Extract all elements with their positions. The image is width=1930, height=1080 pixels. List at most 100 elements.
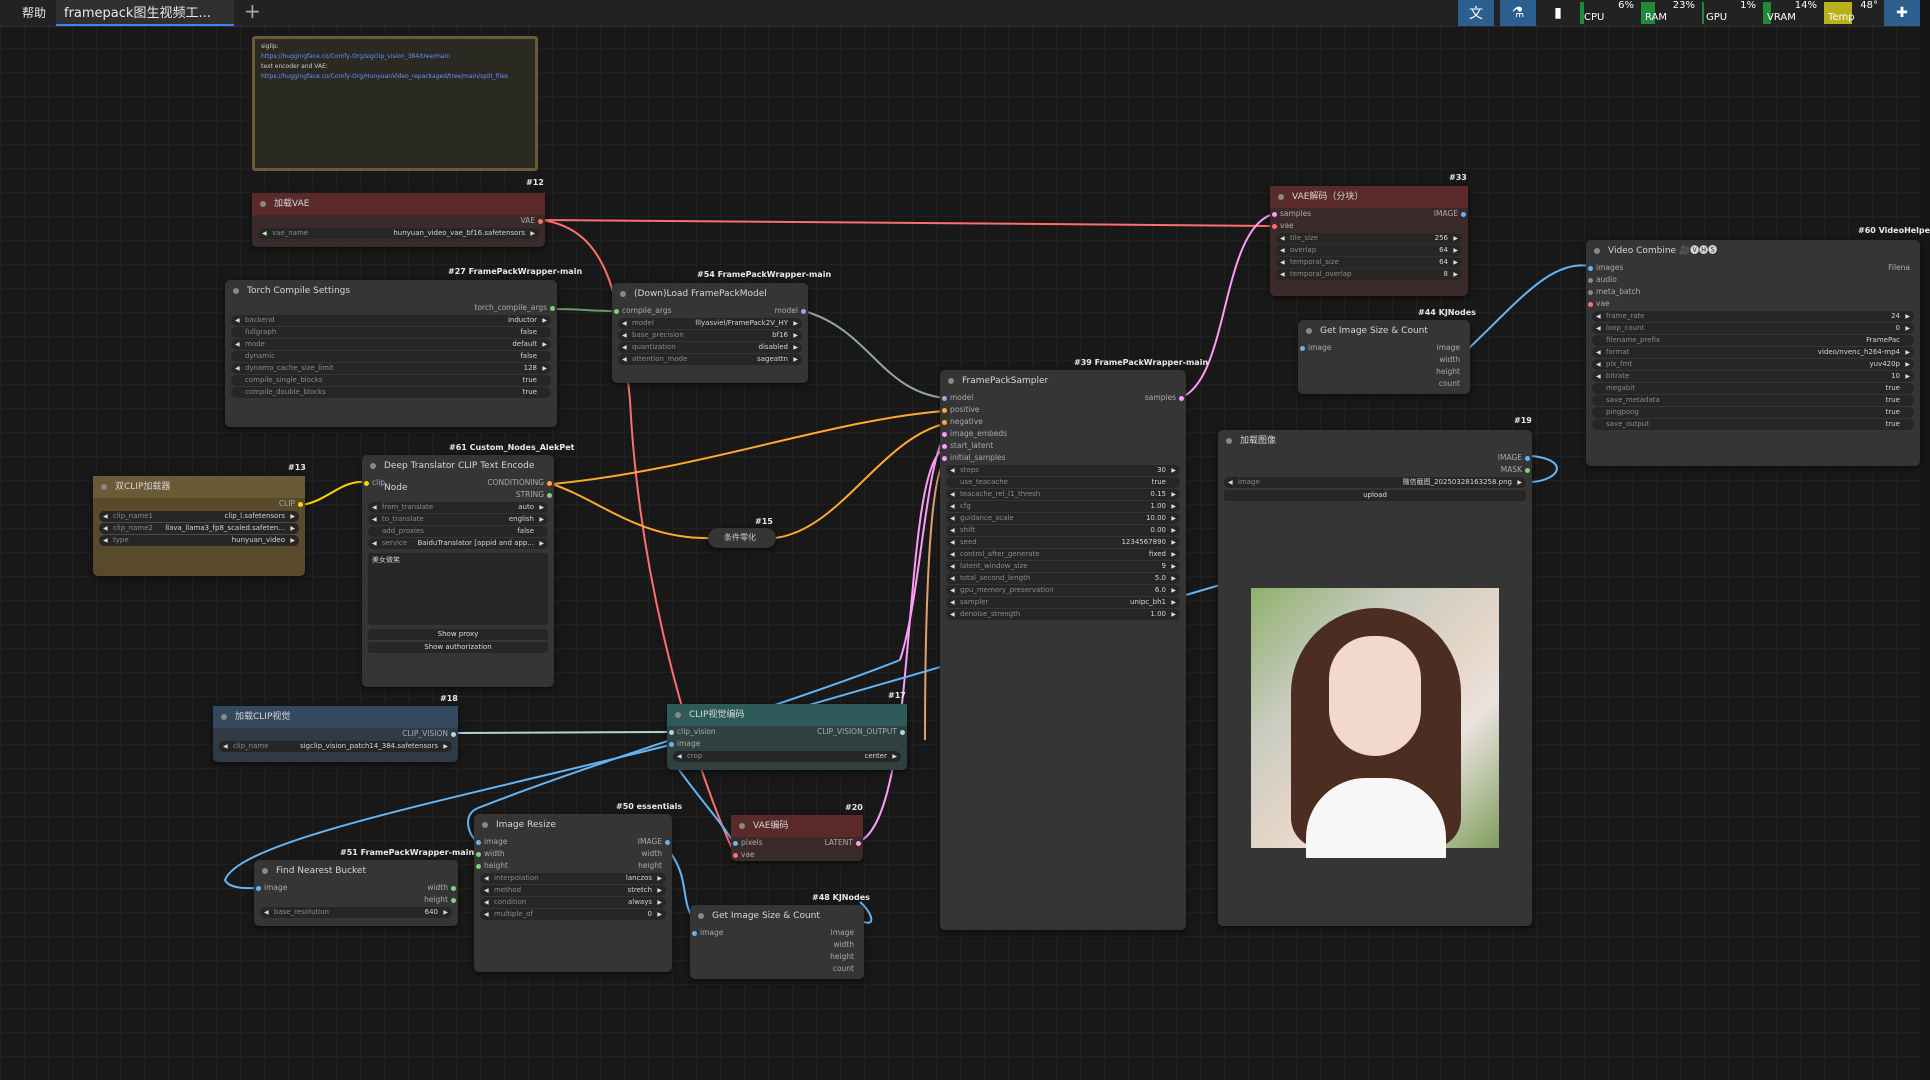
input-socket[interactable] [364,481,369,486]
input-socket[interactable] [942,456,947,461]
note-link[interactable]: https://huggingface.co/Comfy-Org/Hunyuan… [261,73,509,80]
output-socket[interactable] [298,502,303,507]
node-torch-compile[interactable]: Torch Compile Settings torch_compile_arg… [225,280,557,427]
upload-button[interactable]: upload [1224,490,1526,501]
input-socket[interactable] [942,420,947,425]
widget-multiple-of[interactable]: multiple_of0 [480,909,666,920]
translate-icon[interactable]: 文 [1458,0,1494,26]
show-proxy-button[interactable]: Show proxy [368,629,548,640]
note-link[interactable]: https://huggingface.co/Comfy-Org/sigclip… [261,53,451,60]
puzzle-icon[interactable]: ✚ [1884,0,1920,26]
output-socket[interactable] [1525,456,1530,461]
input-socket[interactable] [942,408,947,413]
input-socket[interactable] [256,886,261,891]
output-socket[interactable] [1525,468,1530,473]
widget-clip-name[interactable]: clip_namesigclip_vision_patch14_384.safe… [219,741,452,752]
output-socket[interactable] [665,840,670,845]
notes-node[interactable]: siglip: https://huggingface.co/Comfy-Org… [252,36,538,171]
widget-vae-name[interactable]: vae_namehunyuan_video_vae_bf16.safetenso… [258,228,539,239]
input-socket[interactable] [476,864,481,869]
input-socket[interactable] [692,931,697,936]
output-socket[interactable] [451,898,456,903]
node-clip-vision-loader[interactable]: 加载CLIP视觉 CLIP_VISION clip_namesigclip_vi… [213,706,458,762]
node-deep-translator[interactable]: Deep Translator CLIP Text Encode Node cl… [362,455,554,687]
workflow-tab[interactable]: framepack图生视频工... [56,0,234,26]
input-socket[interactable] [1588,266,1593,271]
input-socket[interactable] [942,396,947,401]
input-socket[interactable] [942,444,947,449]
output-socket[interactable] [550,306,555,311]
prompt-textarea[interactable]: 美女微笑 [368,553,548,625]
input-socket[interactable] [1588,302,1593,307]
node-dual-clip-loader[interactable]: 双CLIP加载器 CLIP clip_name1clip_l.safetenso… [93,476,305,576]
input-socket[interactable] [1272,212,1277,217]
input-socket[interactable] [669,742,674,747]
show-authorization-button[interactable]: Show authorization [368,642,548,653]
widget-clip-name2[interactable]: clip_name2llava_llama3_fp8_scaled.safete… [99,523,299,534]
output-socket[interactable] [451,732,456,737]
help-menu[interactable]: 帮助 [22,6,47,20]
input-socket[interactable] [1588,278,1593,283]
input-socket[interactable] [942,432,947,437]
node-vae-loader[interactable]: 加载VAE VAE vae_namehunyuan_video_vae_bf16… [252,193,545,247]
input-socket[interactable] [614,309,619,314]
add-tab-button[interactable]: + [244,0,261,23]
output-socket[interactable] [538,219,543,224]
output-socket[interactable] [856,841,861,846]
input-socket[interactable] [476,840,481,845]
input-socket[interactable] [669,730,674,735]
input-socket[interactable] [733,853,738,858]
input-socket[interactable] [476,852,481,857]
